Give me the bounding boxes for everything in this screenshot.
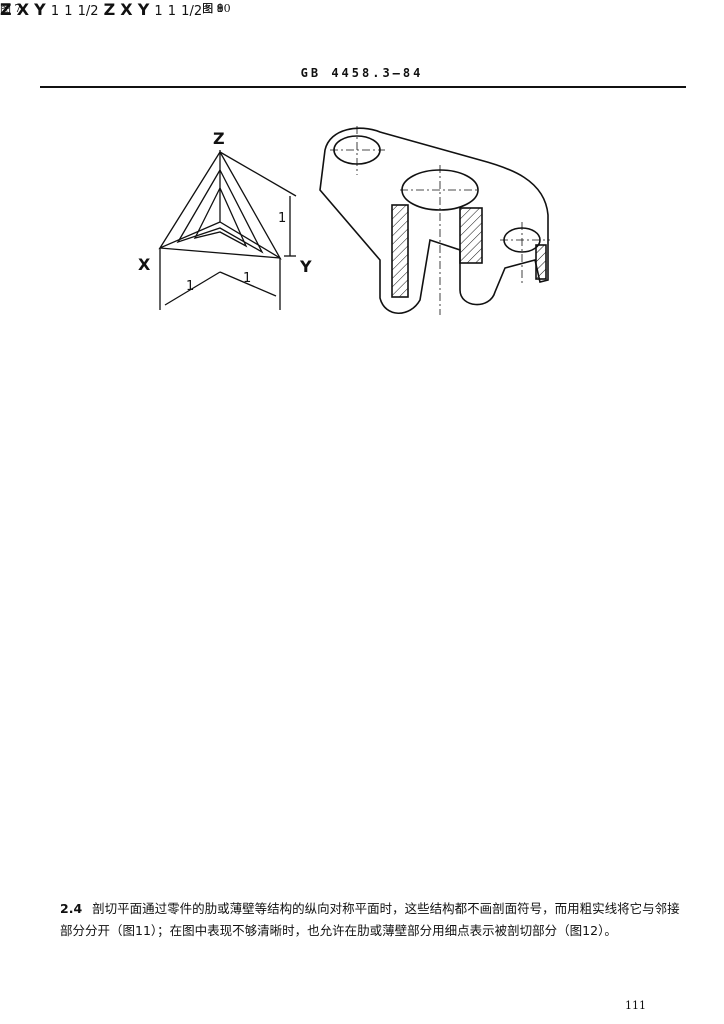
fig9-dim-c: 1/2 <box>181 4 203 19</box>
fig9-y-label: Y <box>137 0 150 19</box>
fig7-caption: 图 7 <box>0 2 22 15</box>
fig7-dim-a: 1 <box>186 279 194 294</box>
fig9-caption: 图 9 <box>202 2 224 15</box>
fig9-dim-b: 1 <box>167 4 177 19</box>
fig8-z-label: Z <box>0 0 12 19</box>
fig7-part-drawing <box>319 126 550 315</box>
fig8-dim-b: 1 <box>64 4 73 19</box>
fig7-z-label: Z <box>213 129 225 148</box>
section-number: 2.4 <box>60 901 83 916</box>
fig8-dim-a: 1 <box>50 4 60 19</box>
fig8-x-label: X <box>16 0 30 19</box>
standard-header: GB 4458.3—84 <box>300 66 424 80</box>
fig9-x-label: X <box>120 0 133 19</box>
fig8-dim-c: 1/2 <box>77 4 99 19</box>
fig7-x-label: X <box>138 255 151 274</box>
section-text: 剖切平面通过零件的肋或薄壁等结构的纵向对称平面时，这些结构都不画剖面符号，而用粗… <box>60 901 680 938</box>
fig8-caption: 图 8 <box>202 2 224 15</box>
page-number: 111 <box>625 999 646 1012</box>
fig9-z-label: Z <box>103 0 116 19</box>
fig10-caption: 图 10 <box>202 2 231 15</box>
fig7-dim-c: 1 <box>278 211 286 226</box>
fig7-dim-b: 1 <box>243 271 251 286</box>
fig7-axis-diagram <box>158 150 297 310</box>
fig8-y-label: Y <box>34 0 46 19</box>
fig9-dim-a: 1 <box>154 4 163 19</box>
header-rule <box>40 86 686 88</box>
fig7-y-label: Y <box>299 257 312 276</box>
